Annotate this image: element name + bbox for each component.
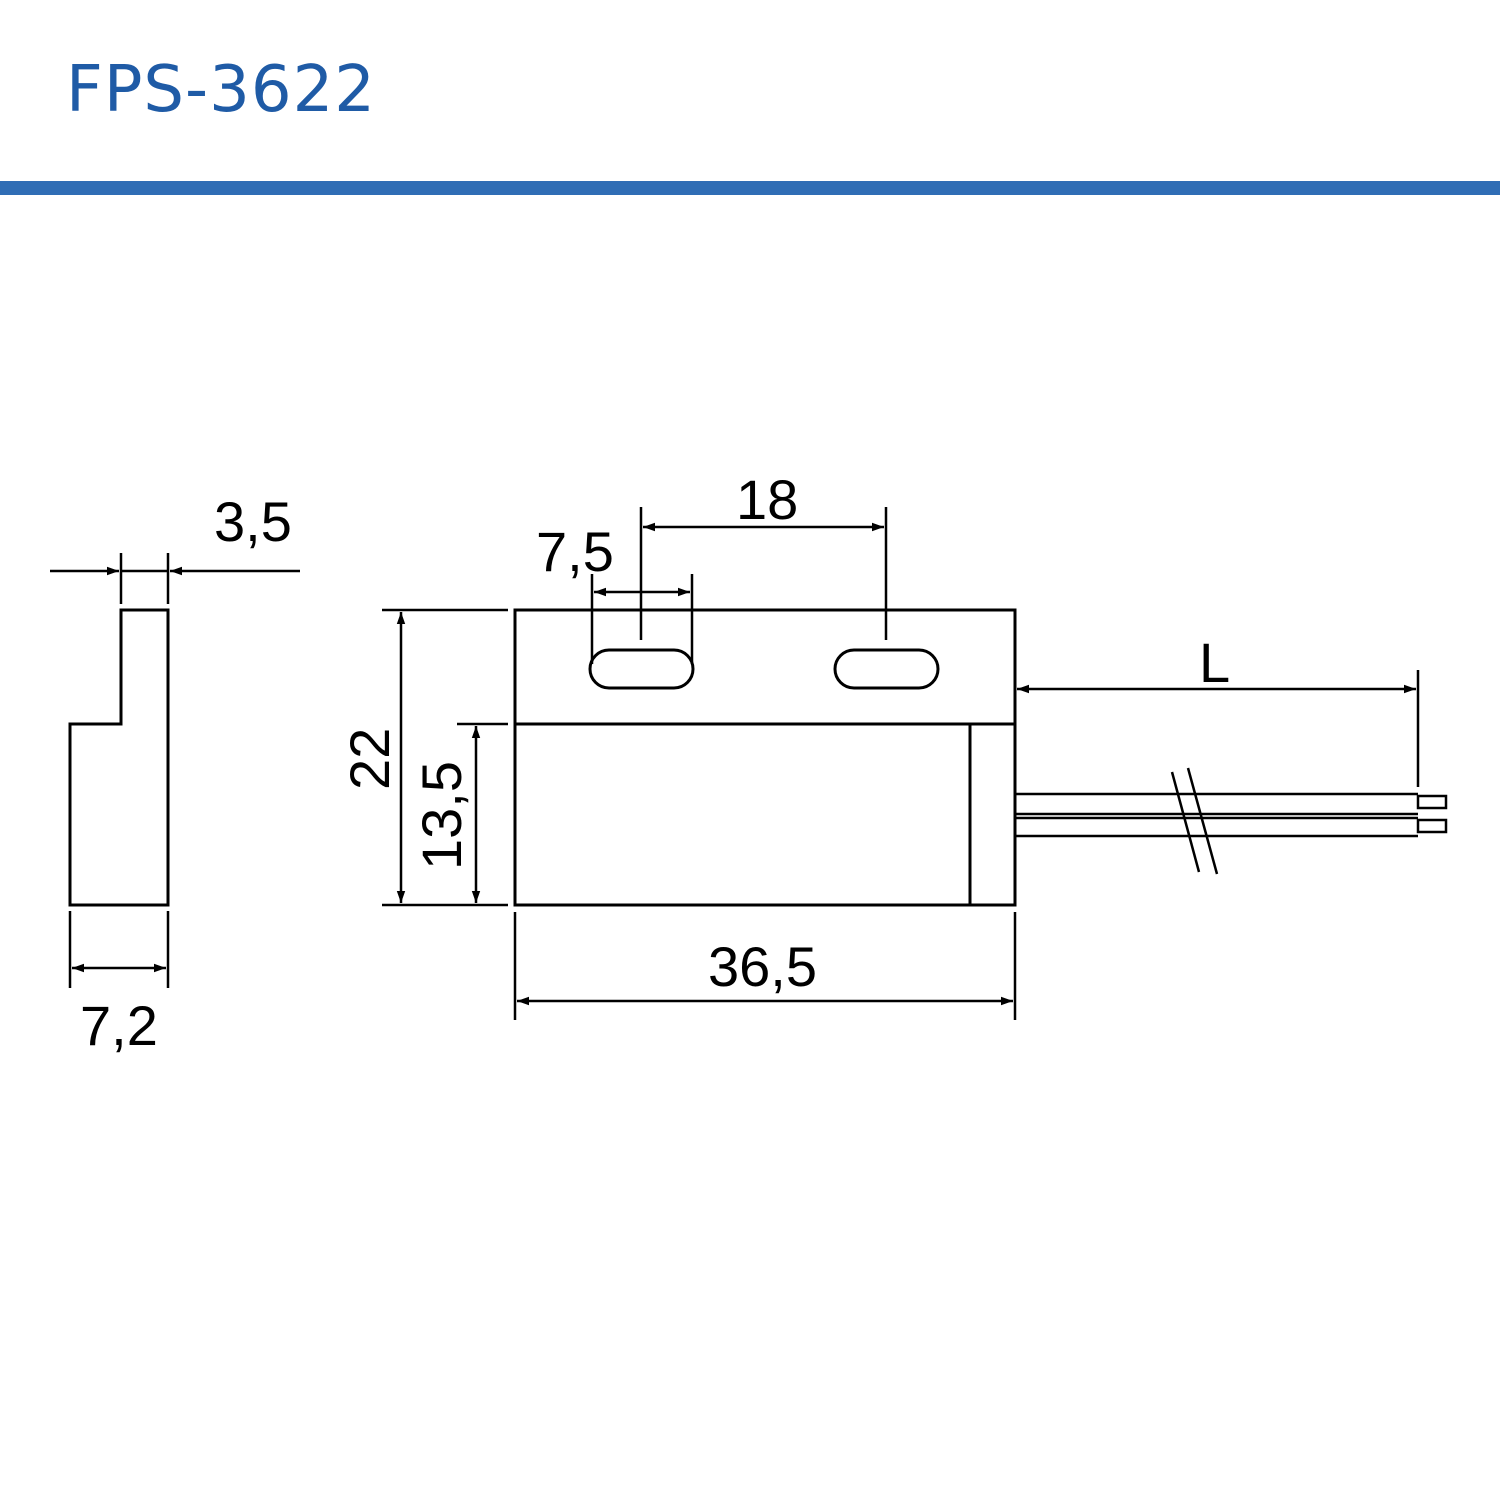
dim-base-width: 7,2 [80,994,158,1057]
dim-lower-height: 13,5 [410,761,473,870]
dim-cable-length: L [1199,631,1230,694]
header-rule [0,181,1500,195]
page-title: FPS-3622 [66,53,376,127]
dim-length: 36,5 [708,935,817,998]
mounting-hole-left [588,648,695,690]
wire-tip [1416,794,1448,810]
cable [1015,767,1448,875]
dim-hole-spacing: 18 [736,468,798,531]
break-mark [1186,767,1219,875]
dim-top-width: 3,5 [214,490,292,553]
wire-tip [1416,818,1448,834]
dim-hole-width: 7,5 [536,520,614,583]
side-profile [68,608,170,907]
dim-total-height: 22 [338,728,401,790]
front-view: 18 7,5 22 13,5 36,5 [338,468,1448,1020]
break-mark [1170,771,1201,873]
mounting-hole-right [833,648,940,690]
housing-outline [513,608,1017,907]
side-view: 3,5 7,2 [50,490,300,1057]
